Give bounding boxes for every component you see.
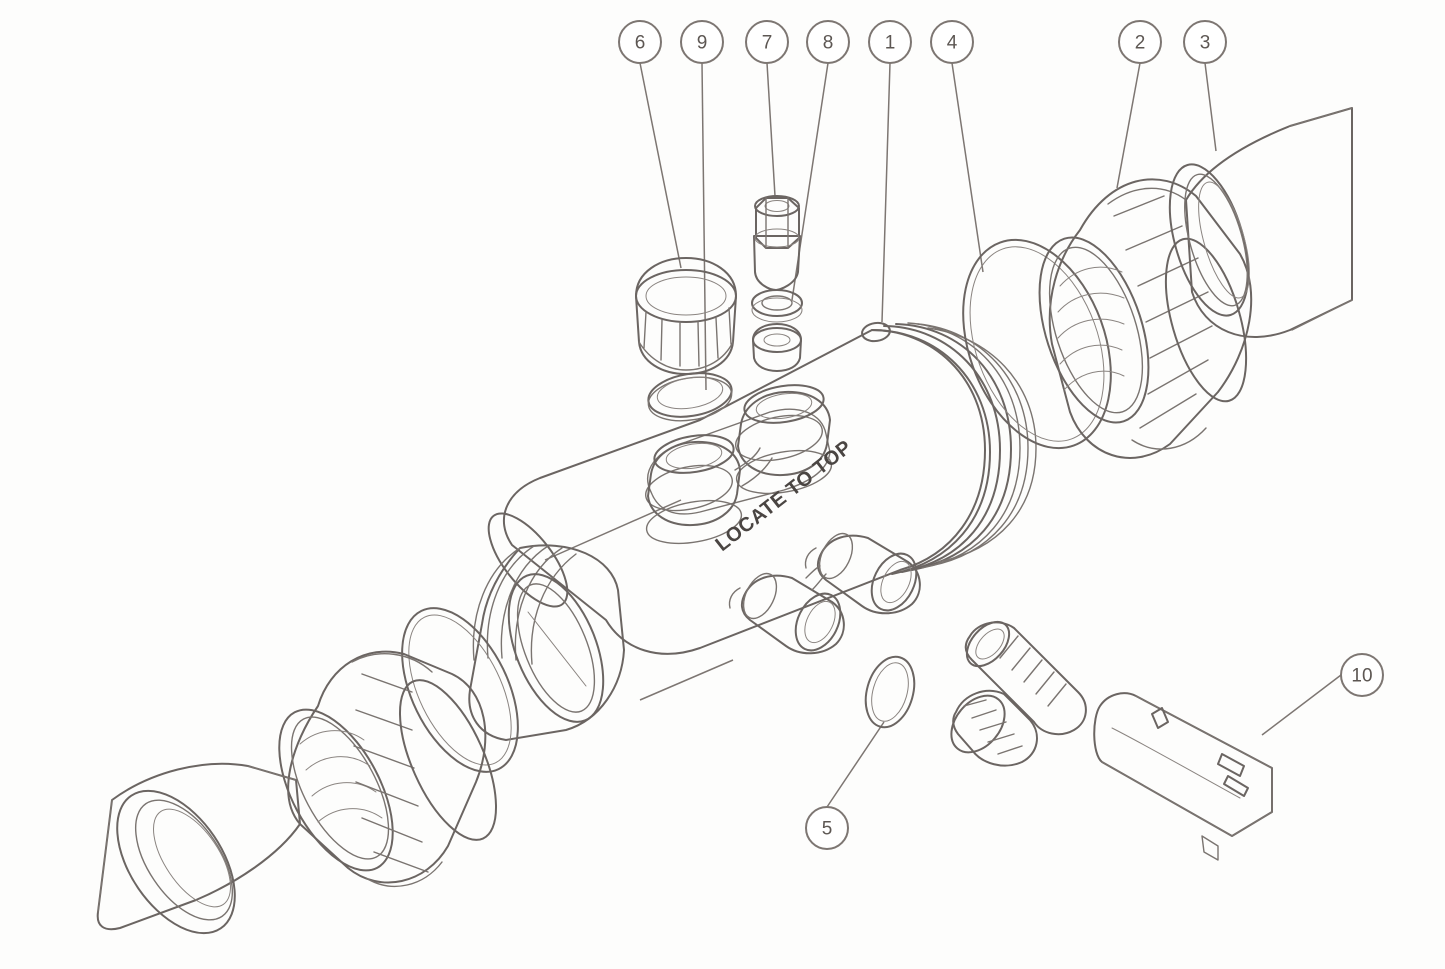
part-main-body-tee: [487, 321, 1037, 655]
sensor-port-upper: [735, 384, 833, 495]
callout-10-label: 10: [1351, 666, 1372, 687]
callout-8-label: 8: [823, 33, 834, 54]
socket-upper: [804, 532, 921, 615]
part-hex-nut-gland: [753, 195, 801, 291]
callout-7[interactable]: 7: [745, 20, 789, 64]
callout-6[interactable]: 6: [618, 20, 662, 64]
callout-9-label: 9: [697, 33, 708, 54]
callout-1-label: 1: [885, 33, 896, 54]
socket-lower: [728, 572, 845, 655]
callout-2-label: 2: [1135, 33, 1146, 54]
part-pipe-spigot-right: [1168, 107, 1353, 338]
part-o-ring-port: [751, 289, 803, 323]
callout-leader-lines: [544, 62, 1342, 808]
callout-3-label: 3: [1200, 33, 1211, 54]
part-knurled-cap: [635, 257, 737, 375]
callout-6-label: 6: [635, 33, 646, 54]
callout-1[interactable]: 1: [868, 20, 912, 64]
part-union-nut-right: [1038, 178, 1253, 459]
o-ring-large-left: [401, 607, 519, 773]
flow-cell-sockets: [728, 532, 921, 655]
union-nut-left: [278, 650, 498, 887]
pipe-spigot-left: [96, 762, 301, 935]
callout-7-label: 7: [762, 33, 773, 54]
callout-5[interactable]: 5: [805, 806, 849, 850]
callout-9[interactable]: 9: [680, 20, 724, 64]
body-thread-left: [468, 544, 625, 741]
callout-2[interactable]: 2: [1118, 20, 1162, 64]
callout-bubbles: 6 9 7 8 1 4 2 3: [618, 20, 1384, 850]
body-thread-right: [861, 321, 1037, 575]
callout-3[interactable]: 3: [1183, 20, 1227, 64]
part-seal-washer: [752, 323, 802, 372]
callout-10[interactable]: 10: [1340, 653, 1384, 697]
port-plug-disc: [647, 372, 733, 422]
callout-8[interactable]: 8: [806, 20, 850, 64]
callout-4[interactable]: 4: [930, 20, 974, 64]
part-o-ring-small: [864, 655, 916, 729]
part-o-ring-large-right: [962, 238, 1112, 450]
callout-4-label: 4: [947, 33, 958, 54]
part-sensor-cable-assembly: [950, 620, 1273, 861]
callout-5-label: 5: [822, 819, 833, 840]
sensor-port-lower: [645, 434, 743, 545]
